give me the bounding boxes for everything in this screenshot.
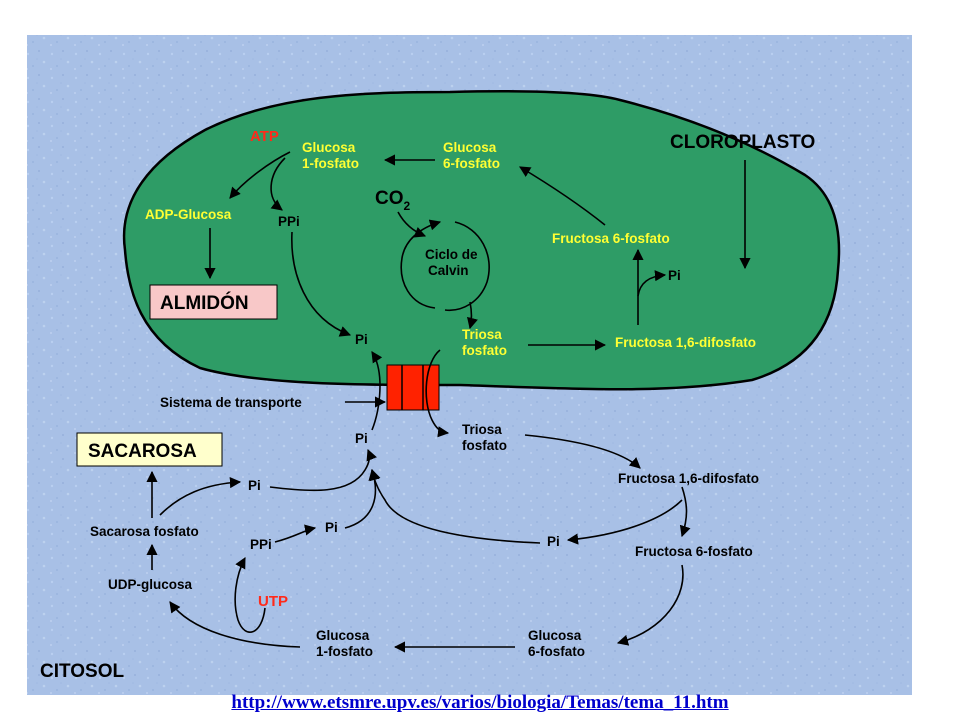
arrow-pi-release	[637, 270, 667, 297]
pi-chloroplast-left: Pi	[355, 332, 368, 347]
cloroplasto-title: CLOROPLASTO	[670, 132, 815, 153]
arrow-ppi-to-pi	[291, 231, 352, 337]
adp-glucosa-label: ADP-Glucosa	[145, 207, 232, 222]
pi-cytosol-3: Pi	[547, 534, 560, 549]
arrow-calvin-to-triosa	[467, 301, 478, 330]
sacarosa-label: SACAROSA	[88, 441, 197, 462]
fructosa-6p-cytosol: Fructosa 6-fosfato	[635, 544, 753, 559]
sacarosa-fosfato-label: Sacarosa fosfato	[90, 524, 199, 539]
arrow-pi-to-pool	[269, 448, 377, 492]
pi-cytosol-top: Pi	[355, 431, 368, 446]
arrow-co2-to-calvin	[397, 211, 427, 238]
ciclo-label-2: Calvin	[428, 263, 469, 278]
arrow-pi-from-right	[368, 468, 541, 544]
triosa-cytosol-2: fosfato	[462, 438, 507, 453]
arrow-f6p-to-g6p	[519, 166, 606, 226]
arrow-atp-to-ppi	[270, 157, 286, 211]
ppi-cytosol-label: PPi	[250, 537, 272, 552]
almidon-box	[149, 284, 278, 320]
source-link-wrapper: http://www.etsmre.upv.es/varios/biologia…	[0, 692, 960, 714]
fructosa-6p-label: Fructosa 6-fosfato	[552, 231, 670, 246]
sacarosa-box	[76, 432, 223, 467]
glucosa-1p-cytosol-2: 1-fosfato	[316, 644, 373, 659]
utp-label: UTP	[258, 593, 288, 610]
glucosa-1p-cytosol-1: Glucosa	[316, 628, 370, 643]
triosa-cytosol-1: Triosa	[462, 422, 502, 437]
triosa-label-1: Triosa	[462, 327, 502, 342]
arrow-triosa-to-f16-cyt	[524, 434, 641, 469]
arrow-f6p-to-g6p-cyt	[616, 564, 684, 646]
glucosa-1p-label-2: 1-fosfato	[302, 156, 359, 171]
glucosa-6p-label-1: Glucosa	[443, 140, 497, 155]
transport-label: Sistema de transporte	[160, 395, 302, 410]
calvin-cycle-arc-2	[400, 219, 442, 309]
arrow-sacarosafosfato-pi	[159, 476, 242, 516]
citosol-title: CITOSOL	[40, 661, 124, 682]
atp-label: ATP	[250, 128, 279, 145]
triosa-label-2: fosfato	[462, 343, 507, 358]
glucosa-6p-cytosol-2: 6-fosfato	[528, 644, 585, 659]
pi-chloroplast-right: Pi	[668, 268, 681, 283]
transporter	[386, 364, 440, 411]
glucosa-6p-label-2: 6-fosfato	[443, 156, 500, 171]
pi-cytosol-1: Pi	[248, 478, 261, 493]
glucosa-6p-cytosol-1: Glucosa	[528, 628, 582, 643]
arrow-utp-to-ppi	[234, 557, 266, 633]
arrow-pi-import	[371, 351, 383, 431]
ppi-chloroplast-label: PPi	[278, 214, 300, 229]
arrow-atp-to-adpglucosa	[229, 151, 291, 199]
arrow-g1p-to-udpglucosa	[169, 601, 301, 648]
source-link[interactable]: http://www.etsmre.upv.es/varios/biologia…	[231, 692, 729, 713]
almidon-label: ALMIDÓN	[160, 292, 249, 314]
arrow-pi-release-cyt	[566, 499, 683, 545]
arrow-ppi-to-pi	[274, 524, 317, 543]
fructosa-16-cytosol: Fructosa 1,6-difosfato	[618, 471, 759, 486]
glucosa-1p-label-1: Glucosa	[302, 140, 356, 155]
arrow-triosa-export	[425, 349, 450, 438]
fructosa-16-label: Fructosa 1,6-difosfato	[615, 335, 756, 350]
ciclo-label-1: Ciclo de	[425, 247, 478, 262]
pi-cytosol-2: Pi	[325, 520, 338, 535]
co2-label: CO2	[375, 188, 411, 213]
calvin-cycle-arc	[444, 221, 490, 311]
udp-glucosa-label: UDP-glucosa	[108, 577, 193, 592]
arrow-f16-to-f6p-cyt	[679, 486, 691, 538]
